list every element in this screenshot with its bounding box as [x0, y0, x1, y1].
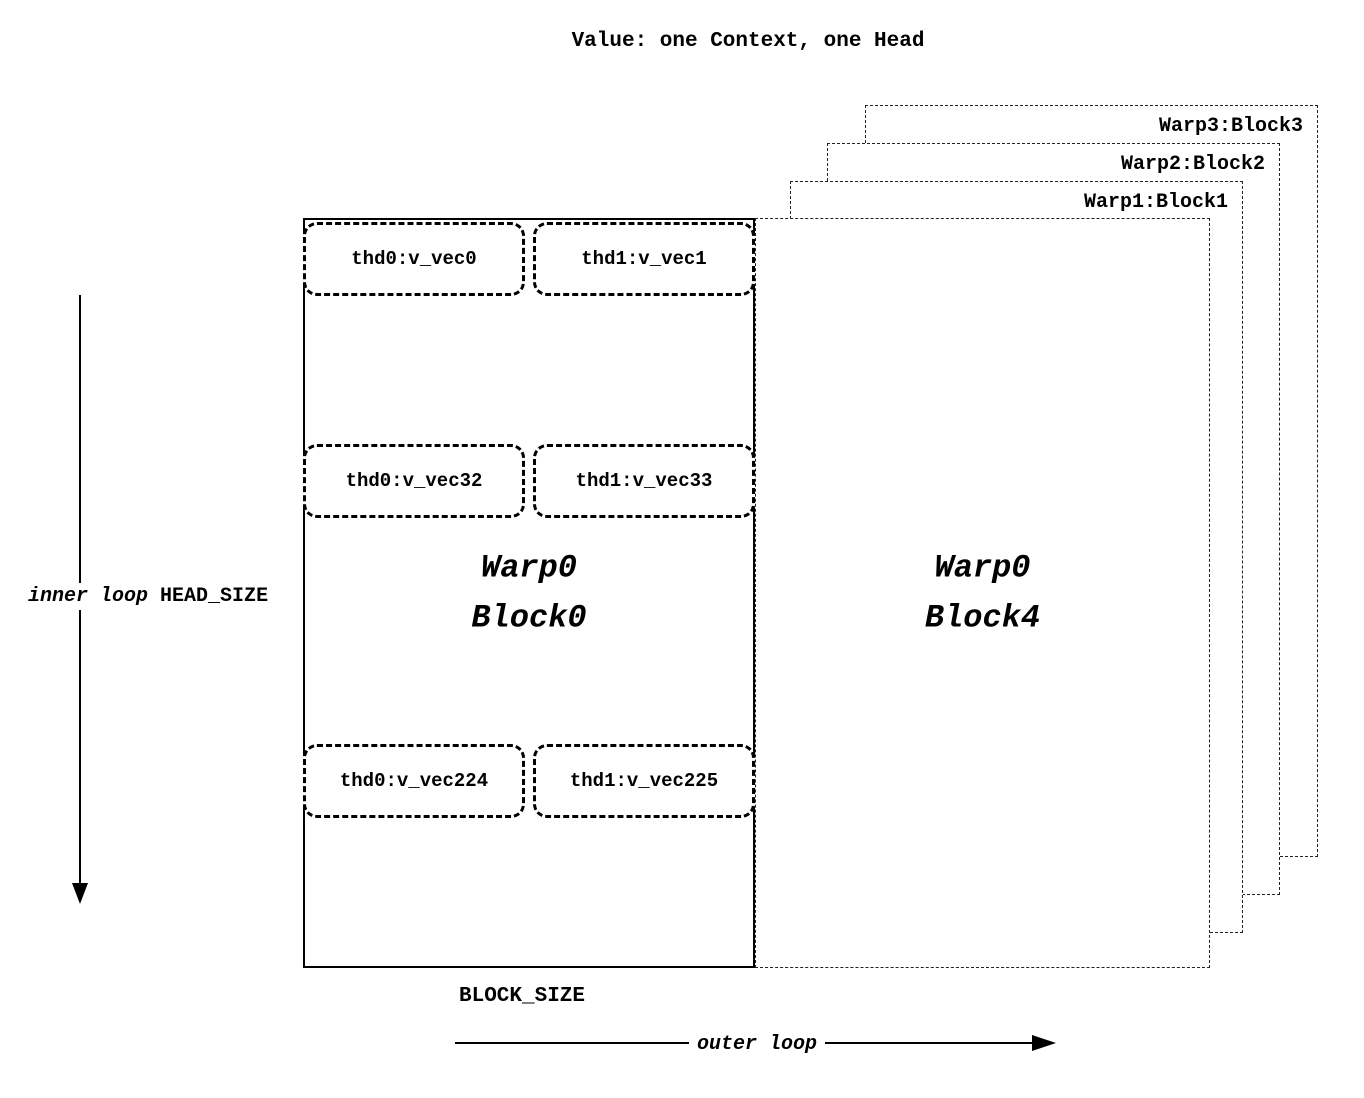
warp0-block4-line2: Block4: [924, 599, 1041, 636]
thread-box-thd1-vvec1: thd1:v_vec1: [533, 222, 755, 296]
warp0-block4-rect: Warp0 Block4: [755, 218, 1210, 968]
warp0-block4-line1: Warp0: [934, 549, 1031, 587]
thread-box-label: thd0:v_vec224: [339, 770, 489, 792]
block-size-label: BLOCK_SIZE: [458, 985, 586, 1008]
warp2-block2-label: Warp2:Block2: [1120, 153, 1265, 176]
warp1-block1-label: Warp1:Block1: [1083, 191, 1228, 214]
head-size-text: HEAD_SIZE: [160, 585, 269, 608]
thread-row-middle: thd0:v_vec32 thd1:v_vec33: [303, 444, 755, 518]
warp0-block0-rect: thd0:v_vec0 thd1:v_vec1 thd0:v_vec32 thd…: [303, 218, 755, 968]
diagram-title: Value: one Context, one Head: [571, 30, 925, 53]
warp3-block3-label: Warp3:Block3: [1158, 115, 1303, 138]
inner-loop-label: inner loop HEAD_SIZE: [24, 583, 273, 610]
warp0-block0-label: Warp0 Block0: [471, 543, 586, 642]
inner-loop-text: inner loop: [28, 585, 149, 608]
thread-box-thd0-vvec0: thd0:v_vec0: [303, 222, 525, 296]
warp0-block0-line1: Warp0: [480, 549, 577, 587]
thread-row-top: thd0:v_vec0 thd1:v_vec1: [303, 222, 755, 296]
thread-box-label: thd1:v_vec225: [569, 770, 719, 792]
outer-loop-label: outer loop: [688, 1031, 826, 1058]
warp0-block4-label: Warp0 Block4: [925, 543, 1040, 642]
thread-box-thd1-vvec33: thd1:v_vec33: [533, 444, 755, 518]
thread-box-label: thd1:v_vec33: [575, 470, 713, 492]
thread-box-thd0-vvec32: thd0:v_vec32: [303, 444, 525, 518]
thread-box-label: thd1:v_vec1: [581, 248, 707, 270]
thread-box-thd1-vvec225: thd1:v_vec225: [533, 744, 755, 818]
thread-row-bottom: thd0:v_vec224 thd1:v_vec225: [303, 744, 755, 818]
thread-box-label: thd0:v_vec32: [345, 470, 483, 492]
warp0-block0-line2: Block0: [471, 599, 587, 636]
thread-box-thd0-vvec224: thd0:v_vec224: [303, 744, 525, 818]
thread-box-label: thd0:v_vec0: [351, 248, 477, 270]
